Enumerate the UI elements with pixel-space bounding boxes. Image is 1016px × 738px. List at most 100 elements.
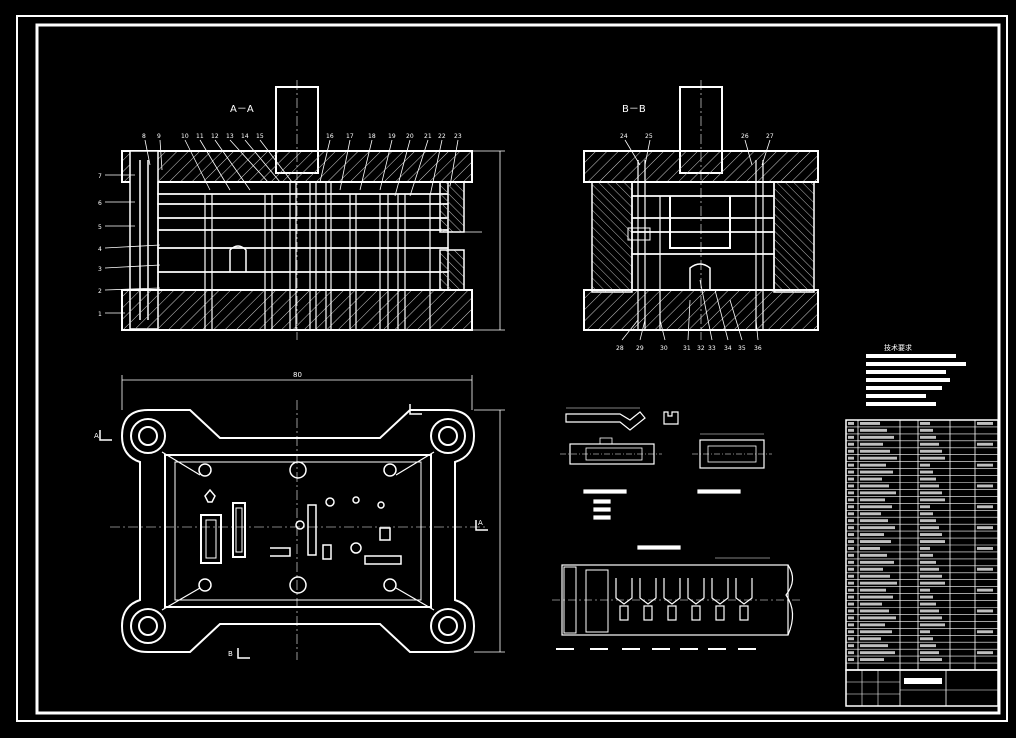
- table-cell-mark: [848, 602, 854, 606]
- table-cell-mark: [848, 442, 854, 446]
- table-cell-mark: [920, 526, 939, 530]
- table-cell-mark: [860, 595, 893, 599]
- part-number: 27: [766, 133, 774, 140]
- table-cell-mark: [860, 449, 890, 453]
- table-cell-mark: [848, 512, 854, 516]
- plan-view-labels: 80 A A B: [94, 371, 483, 658]
- table-cell-mark: [848, 533, 854, 536]
- table-cell-mark: [860, 637, 881, 641]
- table-cell-mark: [977, 630, 993, 634]
- table-cell-mark: [848, 491, 854, 495]
- table-cell-mark: [848, 567, 854, 571]
- part-number: 23: [454, 133, 462, 140]
- table-cell-mark: [860, 616, 896, 620]
- part-number: 11: [196, 133, 204, 140]
- table-cell-mark: [848, 616, 854, 620]
- table-cell-mark: [860, 477, 882, 481]
- section-a-title: A－A: [230, 104, 254, 115]
- table-cell-mark: [920, 547, 930, 550]
- part-number: 35: [738, 345, 746, 352]
- part-number: 14: [241, 133, 249, 140]
- table-cell-mark: [860, 470, 893, 474]
- table-cell-mark: [860, 526, 895, 530]
- table-cell-mark: [920, 470, 933, 474]
- table-cell-mark: [920, 491, 942, 495]
- table-cell-mark: [920, 442, 939, 446]
- table-cell-mark: [848, 588, 854, 592]
- table-cell-mark: [860, 512, 881, 516]
- table-cell-mark: [860, 519, 888, 523]
- table-cell-mark: [860, 547, 880, 550]
- table-cell-mark: [860, 581, 897, 585]
- table-cell-mark: [920, 595, 933, 599]
- part-number: 31: [683, 345, 691, 352]
- table-cell-mark: [860, 630, 892, 634]
- part-number: 3: [98, 266, 102, 273]
- table-cell-mark: [860, 560, 894, 564]
- table-cell-mark: [848, 505, 854, 509]
- section-b-part-numbers: 24 25 26 27 28 29 30 31 32 33 34 35 36: [616, 133, 774, 352]
- table-cell-mark: [848, 595, 854, 599]
- section-marker-a-right: A: [478, 519, 483, 527]
- table-cell-mark: [848, 609, 854, 613]
- table-cell-mark: [920, 449, 942, 453]
- section-a-part-numbers: 8 9 10 11 12 13 14 15 16 17 18 19 20 21 …: [98, 133, 462, 318]
- table-cell-mark: [860, 651, 895, 655]
- table-cell-mark: [860, 484, 889, 488]
- part-number: 6: [98, 200, 102, 207]
- table-cell-mark: [848, 422, 854, 425]
- part-number: 16: [326, 133, 334, 140]
- table-cell-mark: [977, 547, 993, 550]
- plan-view: [99, 375, 505, 660]
- table-cell-mark: [977, 567, 993, 571]
- table-cell-mark: [977, 526, 993, 530]
- plan-width-dimension: 80: [293, 371, 302, 379]
- table-cell-mark: [860, 567, 883, 571]
- table-cell-mark: [920, 630, 930, 634]
- table-cell-mark: [848, 560, 854, 564]
- table-cell-mark: [920, 567, 939, 571]
- part-number: 26: [741, 133, 749, 140]
- table-cell-mark: [860, 533, 884, 536]
- table-cell-mark: [977, 505, 993, 509]
- table-cell-mark: [860, 498, 885, 502]
- part-number: 34: [724, 345, 732, 352]
- part-number: 30: [660, 345, 668, 352]
- table-cell-mark: [920, 609, 939, 613]
- part-number: 32: [697, 345, 705, 352]
- part-number: 9: [157, 133, 161, 140]
- section-b-title: B－B: [622, 104, 646, 115]
- table-cell-mark: [848, 547, 854, 550]
- part-number: 5: [98, 224, 102, 231]
- table-cell-mark: [860, 658, 884, 661]
- part-number: 7: [98, 173, 102, 180]
- table-cell-mark: [977, 588, 993, 592]
- parts-list-cell-marks: [848, 422, 993, 661]
- table-cell-mark: [920, 644, 936, 648]
- table-cell-mark: [848, 477, 854, 481]
- table-cell-mark: [920, 540, 945, 543]
- table-cell-mark: [848, 463, 854, 467]
- table-cell-mark: [977, 422, 993, 425]
- table-cell-mark: [977, 484, 993, 488]
- table-cell-mark: [848, 526, 854, 530]
- table-cell-mark: [920, 553, 933, 557]
- table-cell-mark: [920, 505, 930, 509]
- table-cell-mark: [920, 456, 945, 460]
- part-number: 10: [181, 133, 189, 140]
- table-cell-mark: [860, 623, 885, 627]
- table-cell-mark: [848, 630, 854, 634]
- section-marker-b: B: [228, 650, 233, 658]
- table-cell-mark: [860, 491, 896, 495]
- table-cell-mark: [860, 422, 880, 425]
- table-cell-mark: [920, 616, 942, 620]
- table-cell-mark: [860, 505, 892, 509]
- part-number: 28: [616, 345, 624, 352]
- table-cell-mark: [860, 456, 897, 460]
- table-cell-mark: [860, 442, 883, 446]
- table-cell-mark: [920, 519, 936, 523]
- table-cell-mark: [920, 422, 930, 425]
- table-cell-mark: [848, 574, 854, 578]
- part-number: 36: [754, 345, 762, 352]
